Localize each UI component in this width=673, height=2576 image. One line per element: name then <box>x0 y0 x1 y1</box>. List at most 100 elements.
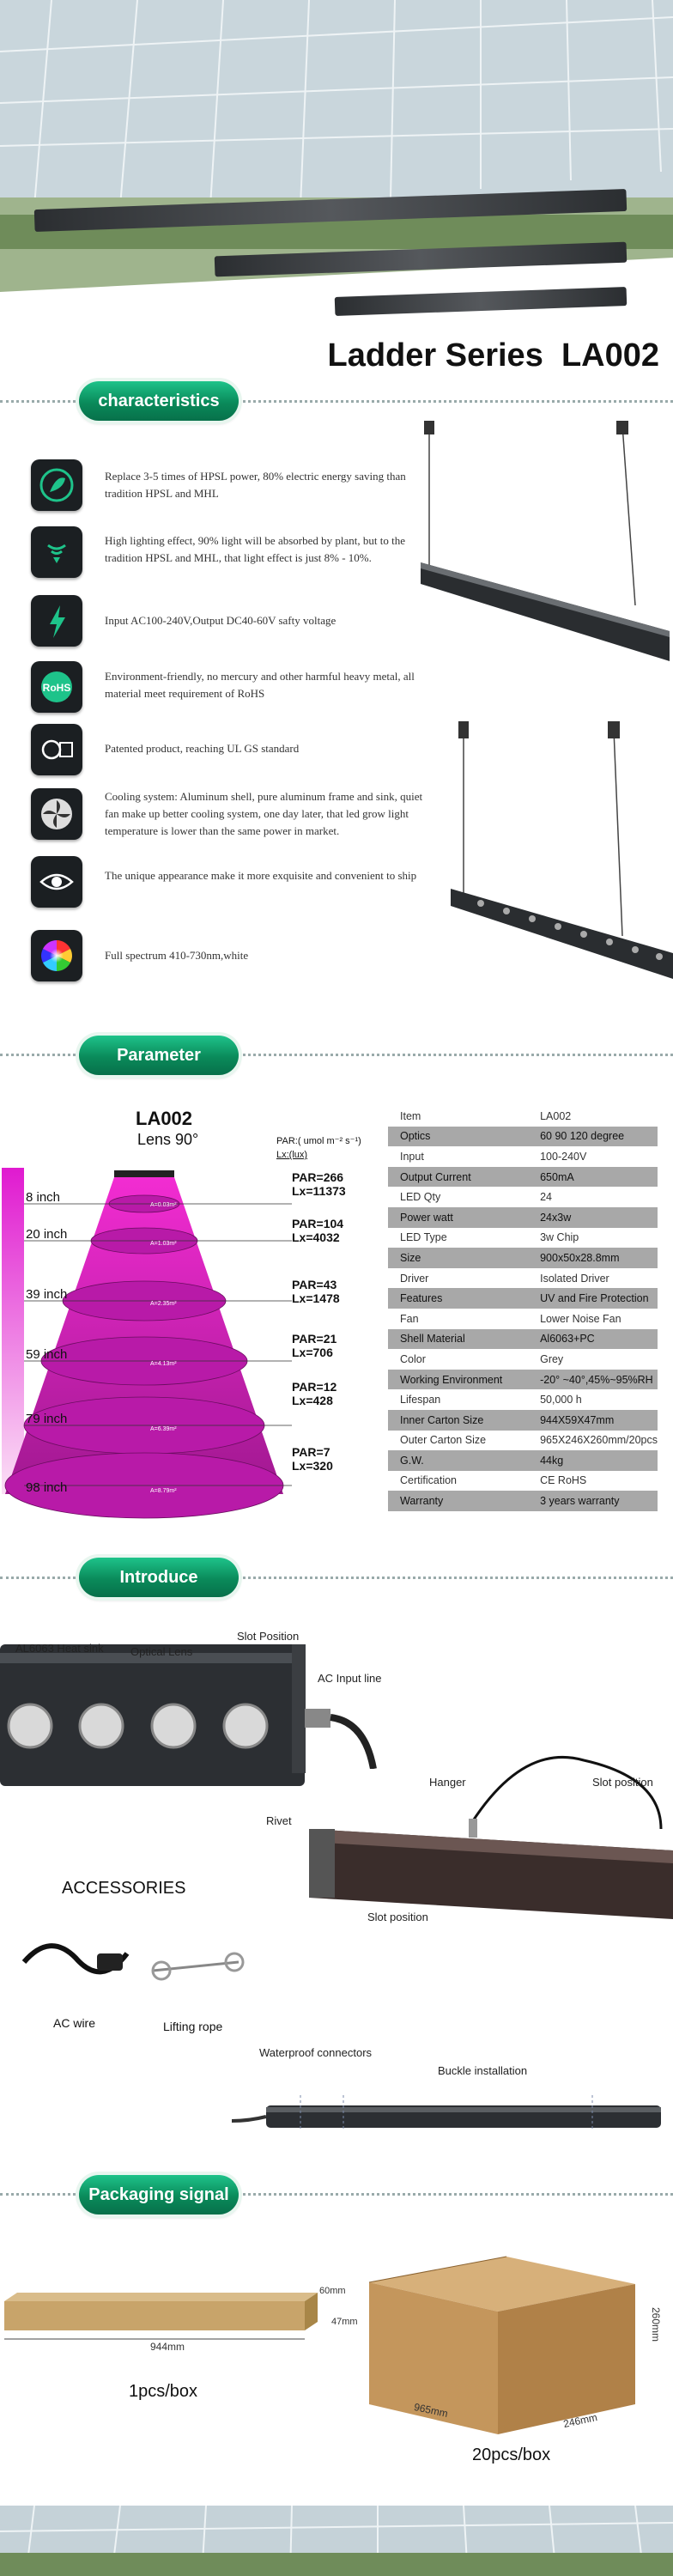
par-value: PAR=7 <box>292 1445 330 1459</box>
eye-icon <box>31 856 82 908</box>
ul-gs-icon <box>31 724 82 775</box>
carton-qty: 20pcs/box <box>472 2445 551 2464</box>
height-label: 8 inch <box>26 1190 60 1205</box>
section-introduce: Introduce <box>79 1558 239 1597</box>
height-label: 79 inch <box>26 1412 67 1426</box>
lx-value: Lx=320 <box>292 1459 333 1473</box>
hero-banner <box>0 0 673 331</box>
height-label: 59 inch <box>26 1347 67 1362</box>
height-label: 39 inch <box>26 1287 67 1302</box>
greenhouse-image <box>0 0 673 331</box>
label-slot-position: Slot Position <box>237 1630 300 1643</box>
par-value: PAR=104 <box>292 1217 343 1230</box>
diagram-model: LA002 <box>136 1108 193 1129</box>
signal-icon <box>31 526 82 578</box>
product-image-hanging-2 <box>451 721 673 979</box>
ac-input-cable <box>305 1709 377 1769</box>
section-parameter: Parameter <box>79 1036 239 1075</box>
single-box-h1: 60mm <box>319 2286 346 2296</box>
par-value: PAR=12 <box>292 1380 336 1394</box>
area-label: A=8.79m² <box>150 1488 177 1494</box>
lx-value: Lx=706 <box>292 1346 333 1359</box>
section-packaging: Packaging signal <box>79 2175 239 2215</box>
label-optical-lens: Optical Lens <box>130 1645 193 1658</box>
label-ac-wire: AC wire <box>53 2016 96 2030</box>
area-label: A=2.35m² <box>150 1301 177 1307</box>
footer-greenhouse-image <box>0 2506 673 2576</box>
single-box-h2: 47mm <box>331 2317 358 2327</box>
height-label: 20 inch <box>26 1227 67 1242</box>
height-label: 98 inch <box>26 1480 67 1495</box>
light-distribution-diagram: 8 inch 20 inch 39 inch 59 inch 79 inch 9… <box>2 1168 346 1519</box>
ac-wire-image <box>21 1943 130 1975</box>
par-unit: PAR:( umol m⁻² s⁻¹) <box>276 1136 361 1146</box>
feature-text: High lighting effect, 90% light will be … <box>105 534 405 564</box>
area-label: A=6.39m² <box>150 1426 177 1432</box>
divider <box>0 1577 673 1579</box>
accessories-title: ACCESSORIES <box>62 1879 186 1898</box>
feature-text: Replace 3-5 times of HPSL power, 80% ele… <box>105 470 406 500</box>
feature-text: Input AC100-240V,Output DC40-60V safty v… <box>105 614 336 627</box>
svg-text:RoHS: RoHS <box>43 682 71 694</box>
page-title: Ladder Series LA002 <box>327 337 659 374</box>
lx-unit: Lx:(lux) <box>276 1150 308 1160</box>
area-label: A=4.13m² <box>150 1361 177 1367</box>
rohs-icon: RoHS <box>31 661 82 713</box>
carton-box-image <box>368 2256 635 2434</box>
feature-text: Patented product, reaching UL GS standar… <box>105 742 300 755</box>
label-slot-position-3: Slot position <box>367 1911 428 1923</box>
feature-text: Full spectrum 410-730nm,white <box>105 949 249 962</box>
label-buckle: Buckle installation <box>438 2064 528 2077</box>
divider <box>0 400 673 403</box>
label-ac-input: AC Input line <box>318 1672 382 1685</box>
table-row: G.W.44kg <box>388 1450 658 1471</box>
product-side-image <box>309 1756 673 1919</box>
single-box-image <box>4 2293 318 2340</box>
label-lifting-rope: Lifting rope <box>163 2020 223 2033</box>
product-closeup-image <box>0 1644 306 1786</box>
fan-icon <box>31 788 82 840</box>
area-label: A=0.03m² <box>150 1202 177 1208</box>
lx-value: Lx=4032 <box>292 1230 340 1244</box>
label-rivet: Rivet <box>266 1814 292 1827</box>
label-slot-position-2: Slot position <box>592 1776 653 1789</box>
single-box-length: 944mm <box>150 2341 185 2353</box>
lx-value: Lx=428 <box>292 1394 333 1407</box>
single-box-qty: 1pcs/box <box>129 2382 198 2401</box>
label-heat-sink: AL6063 Heat sink <box>15 1642 104 1655</box>
section-characteristics: characteristics <box>79 381 239 421</box>
divider <box>0 2193 673 2196</box>
color-wheel-icon <box>31 930 82 981</box>
diagram-lens: Lens 90° <box>137 1131 199 1148</box>
product-bottom-image <box>232 2095 661 2129</box>
label-waterproof: Waterproof connectors <box>259 2046 373 2059</box>
table-row: Working Environment-20° ~40°,45%~95%RH <box>388 1369 658 1390</box>
label-hanger: Hanger <box>429 1776 466 1789</box>
lx-value: Lx=11373 <box>292 1184 346 1198</box>
area-label: A=1.03m² <box>150 1241 177 1247</box>
lifting-rope-image <box>151 1952 245 1981</box>
divider <box>0 1054 673 1056</box>
par-value: PAR=43 <box>292 1278 336 1291</box>
feature-text: Environment-friendly, no mercury and oth… <box>105 670 415 700</box>
product-image-hanging <box>421 421 670 661</box>
feature-text: The unique appearance make it more exqui… <box>105 869 417 882</box>
lx-value: Lx=1478 <box>292 1291 340 1305</box>
lightning-icon <box>31 595 82 647</box>
